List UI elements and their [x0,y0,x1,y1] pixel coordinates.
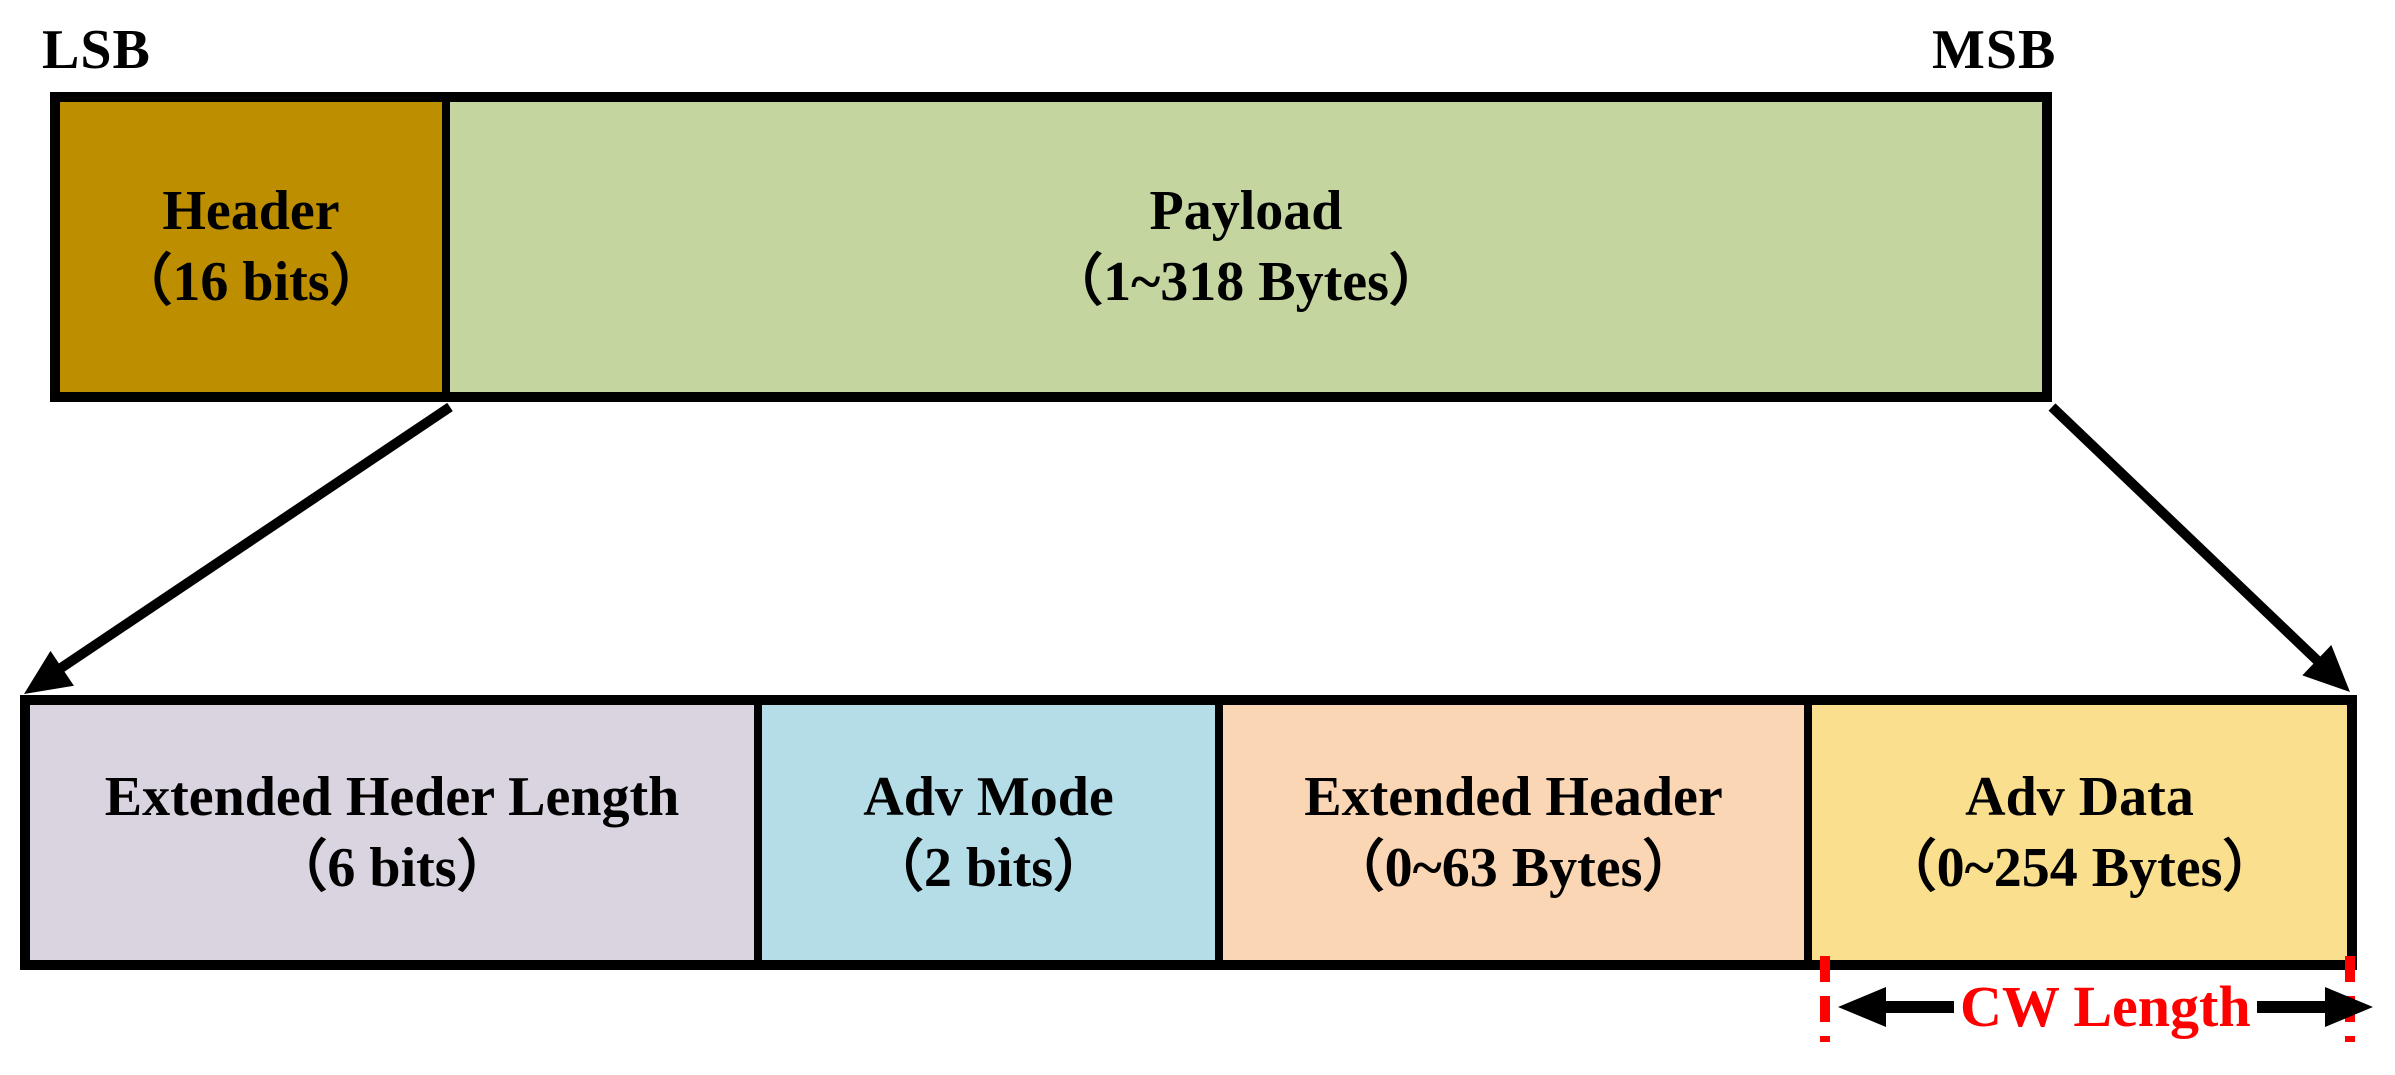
segment-adv-data: Adv Data （0~254 Bytes） [1812,705,2347,960]
segment-extended-header-length-size: （6 bits） [271,836,513,899]
expansion-arrow-left-head-icon [24,650,74,694]
cw-arrow-left-icon [1838,987,1954,1027]
cw-arrow-right-icon [2256,987,2373,1027]
expansion-arrow-left-line [55,402,453,675]
segment-adv-data-label: Adv Data [1965,765,2194,828]
expansion-arrow-right-head-icon [2302,645,2350,692]
cw-length-annotation: CW Length [1836,974,2373,1040]
segment-payload-label: Payload [1149,180,1343,242]
bottom-packet-bar: Extended Heder Length （6 bits） Adv Mode … [20,695,2357,970]
segment-header-size: （16 bits） [116,251,386,313]
top-packet-bar: Header （16 bits） Payload （1~318 Bytes） [50,92,2052,402]
segment-adv-mode-label: Adv Mode [863,765,1114,828]
segment-extended-header-size: （0~63 Bytes） [1328,836,1699,899]
segment-extended-header: Extended Header （0~63 Bytes） [1223,705,1812,960]
segment-adv-mode: Adv Mode （2 bits） [762,705,1223,960]
expansion-arrow-right-line [2048,403,2326,669]
segment-adv-data-size: （0~254 Bytes） [1880,836,2279,899]
cw-boundary-dash-left [1820,956,1830,1042]
segment-payload-size: （1~318 Bytes） [1047,251,1445,313]
segment-extended-header-label: Extended Header [1304,765,1723,828]
segment-header-label: Header [162,180,340,242]
segment-header: Header （16 bits） [60,102,450,392]
cw-length-label: CW Length [1960,974,2251,1039]
segment-extended-header-length: Extended Heder Length （6 bits） [30,705,762,960]
segment-payload: Payload （1~318 Bytes） [450,102,2042,392]
lsb-label: LSB [42,19,151,81]
msb-label: MSB [1932,19,2057,81]
segment-extended-header-length-label: Extended Heder Length [104,765,680,828]
segment-adv-mode-size: （2 bits） [867,836,1110,899]
